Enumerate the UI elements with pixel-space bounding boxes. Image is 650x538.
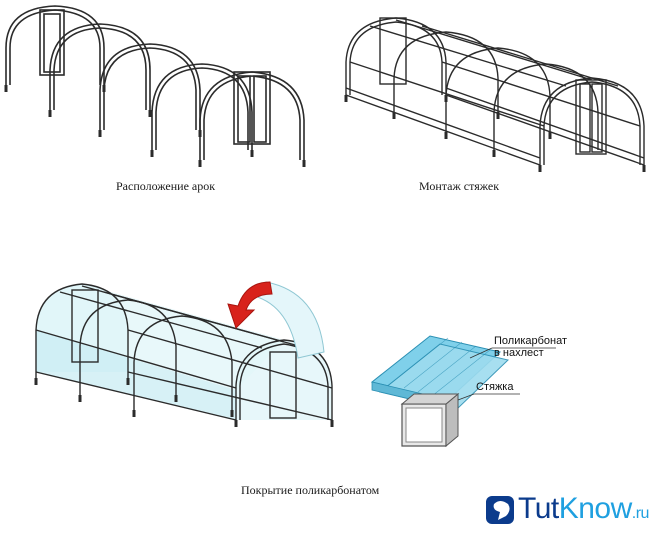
arches-illustration	[4, 5, 306, 167]
logo-suffix: .ru	[631, 505, 650, 522]
overlap-detail-illustration	[370, 335, 556, 448]
covering-illustration	[34, 281, 334, 427]
polycarbonate-label-line1: Поликарбонат	[494, 335, 568, 347]
logo-part2: Know	[558, 492, 633, 525]
ties-caption: Монтаж стяжек	[419, 179, 500, 193]
tutknow-logo-icon	[486, 496, 514, 524]
logo-part1: Tut	[518, 492, 559, 525]
ties-illustration	[344, 17, 646, 172]
cover-caption: Покрытие поликарбонатом	[241, 483, 380, 497]
polycarbonate-label: Поликарбонат в нахлест	[494, 335, 567, 359]
tie-label: Стяжка	[476, 381, 514, 393]
polycarbonate-label-line2: в нахлест	[494, 347, 544, 359]
red-curved-arrow-icon	[227, 281, 273, 329]
tutknow-logo[interactable]: TutKnow.ru	[518, 492, 649, 526]
arches-caption: Расположение арок	[116, 179, 216, 193]
